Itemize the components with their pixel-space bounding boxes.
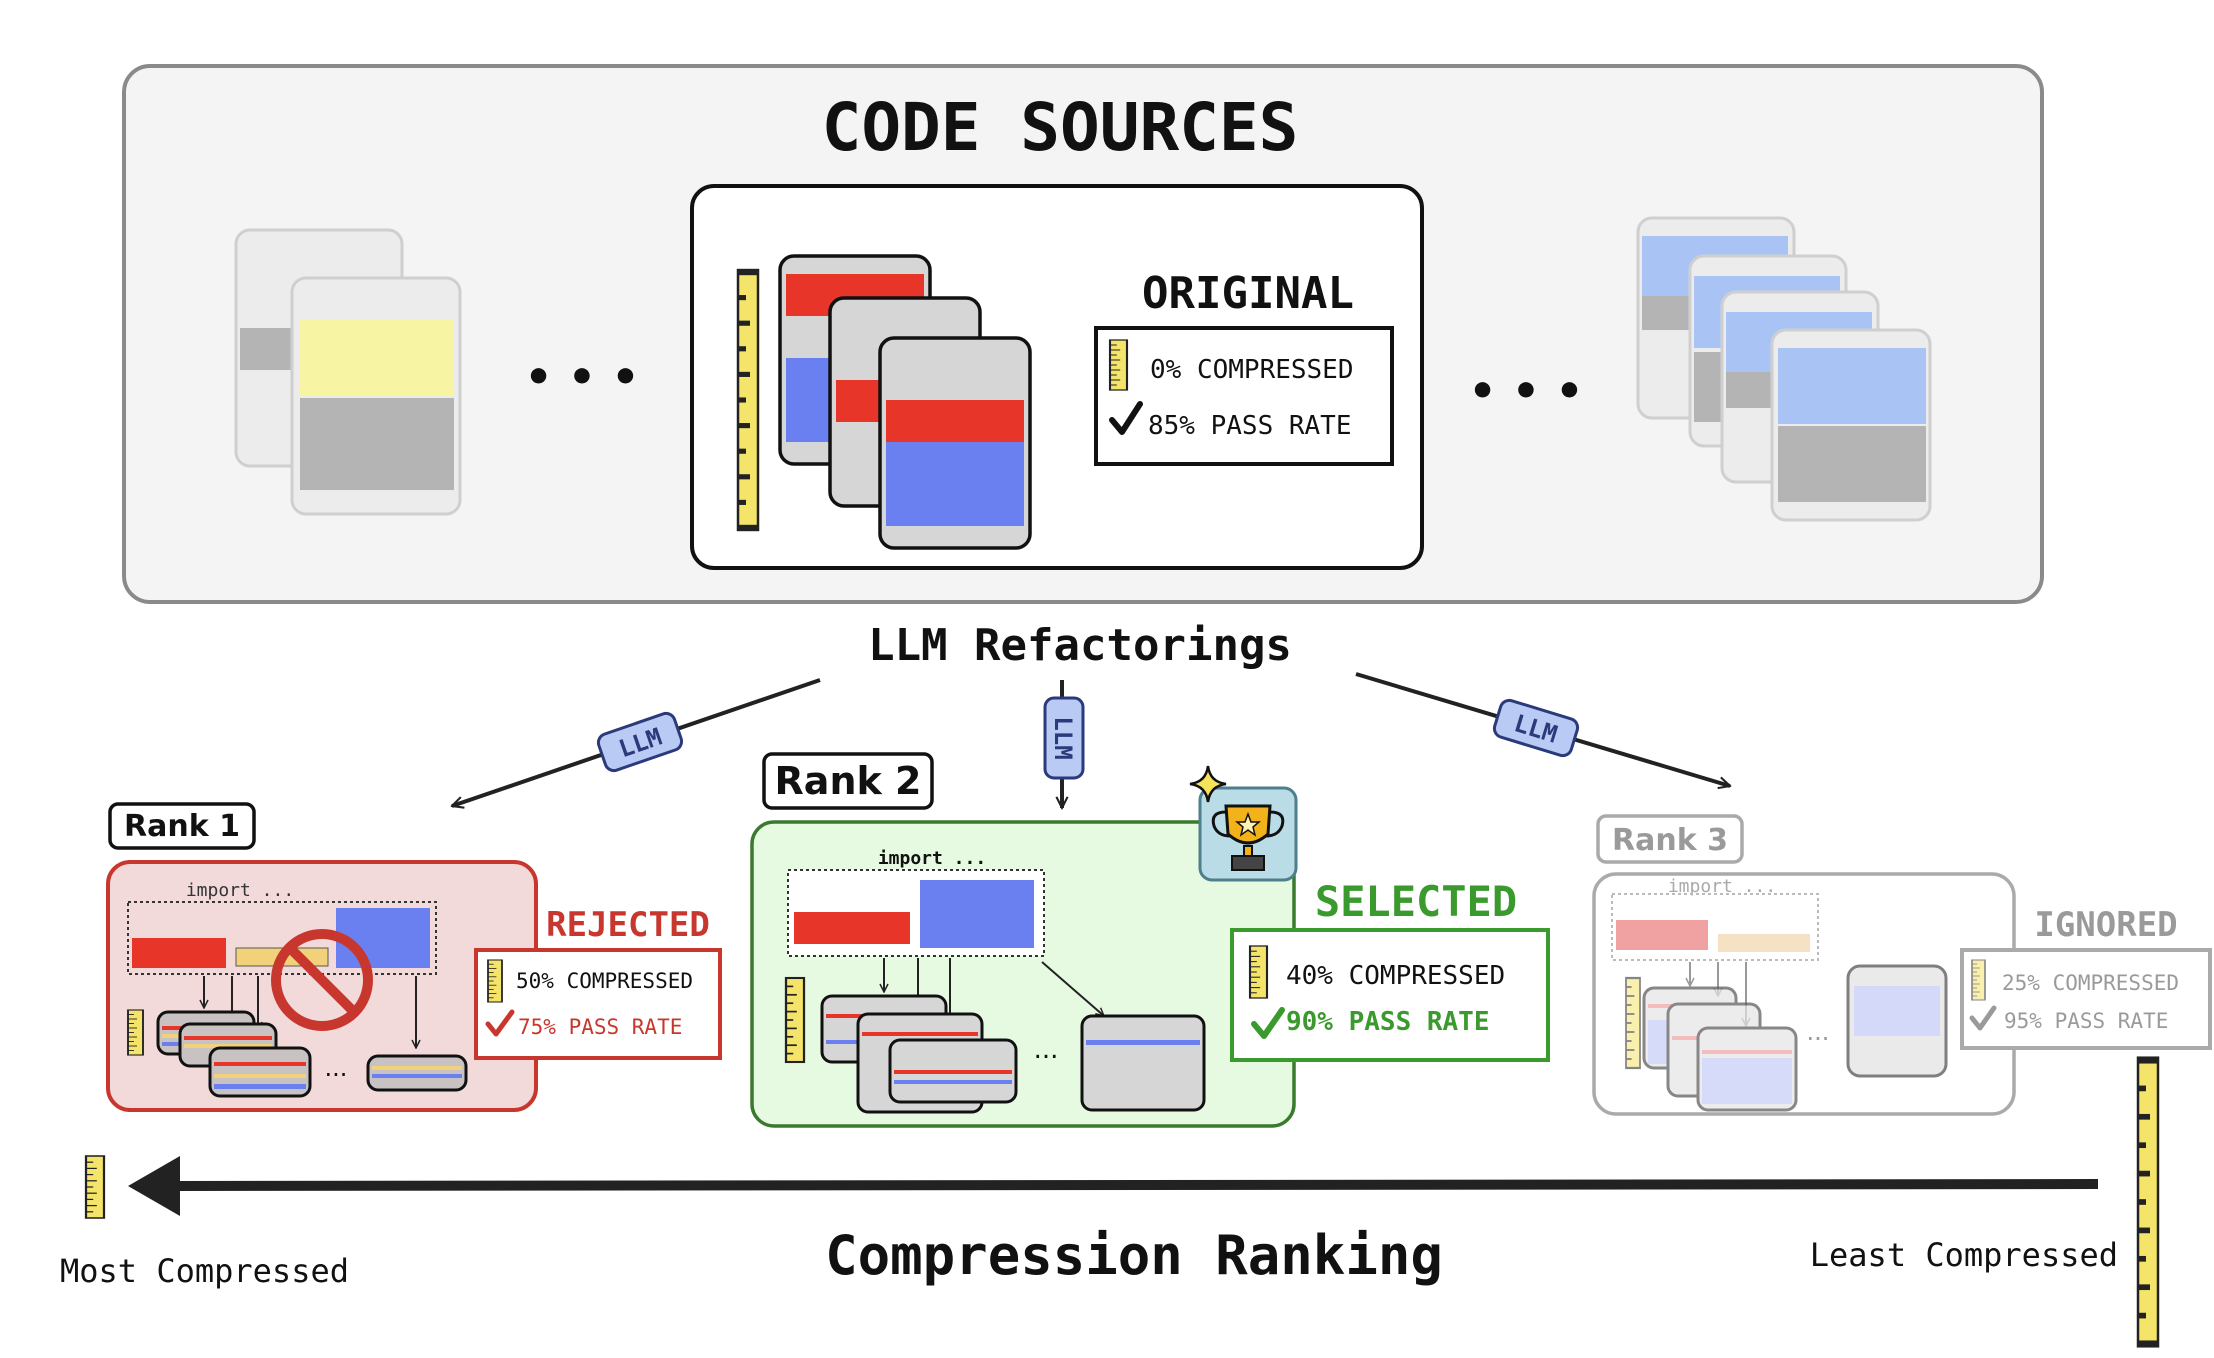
rank2-single-doc: [1080, 1014, 1206, 1112]
faded-document-stack-left: [234, 228, 462, 516]
code-sources-title: CODE SOURCES: [822, 89, 1299, 166]
ruler-icon: [1624, 976, 1642, 1070]
original-compressed: 0% COMPRESSED: [1150, 355, 1354, 385]
rank3-metrics-box: 25% COMPRESSED 95% PASS RATE: [1960, 948, 2212, 1050]
rank3-ellipsis: ...: [1807, 1018, 1830, 1046]
axis-right-label: Least Compressed: [1810, 1236, 2118, 1274]
rank2-pass-rate: 90% PASS RATE: [1286, 1007, 1490, 1037]
rank1-card: Rank 1 import ... ...: [106, 802, 722, 1112]
svg-text:Rank 3: Rank 3: [1612, 823, 1728, 858]
original-metrics-box: 0% COMPRESSED 85% PASS RATE: [1094, 326, 1394, 466]
compression-axis: Compression Ranking Most Compressed Leas…: [60, 1060, 2158, 1344]
ruler-icon: [1971, 959, 1986, 1001]
check-icon: [1109, 401, 1143, 435]
rank2-compressed: 40% COMPRESSED: [1286, 961, 1505, 991]
ellipsis-right: • • •: [1468, 366, 1583, 417]
faded-document-stack-right: [1636, 216, 1932, 522]
rank3-status: IGNORED: [2034, 905, 2177, 945]
axis-left-label: Most Compressed: [60, 1252, 349, 1290]
svg-text:Rank 2: Rank 2: [775, 759, 922, 803]
ruler-icon: [1248, 944, 1269, 1000]
rank1-compressed: 50% COMPRESSED: [516, 969, 693, 993]
ruler-icon: [784, 976, 806, 1064]
rank1-pass-rate: 75% PASS RATE: [518, 1015, 682, 1039]
llm-refactorings-label: LLM Refactorings: [868, 620, 1292, 671]
ruler-icon: [84, 1154, 106, 1220]
rank2-status: SELECTED: [1315, 877, 1517, 926]
original-code-card: ORIGINAL 0% COMPRESSED 85% PASS RATE: [690, 184, 1424, 570]
rank1-single-doc: [366, 1054, 468, 1092]
axis-title: Compression Ranking: [825, 1224, 1443, 1287]
svg-text:Rank 1: Rank 1: [124, 809, 240, 844]
llm-badge-left: LLM: [596, 711, 684, 773]
rank1-tag: Rank 1: [108, 802, 256, 850]
prohibited-icon: [271, 929, 373, 1031]
rank2-metrics-box: 40% COMPRESSED 90% PASS RATE: [1230, 928, 1550, 1062]
check-icon: [1251, 1007, 1285, 1039]
rank3-single-doc: [1846, 964, 1948, 1078]
original-document-stack: [778, 254, 1032, 550]
check-icon: [1969, 1005, 1997, 1031]
rank1-document-stack: [156, 1010, 312, 1098]
original-label: ORIGINAL: [1142, 268, 1354, 319]
ruler-icon: [127, 1009, 144, 1056]
llm-badge-center: LLM: [1043, 696, 1085, 780]
rank2-card: Rank 2 import ... ...: [750, 752, 1550, 1128]
rank2-import-text: import ...: [878, 848, 986, 869]
svg-text:LLM: LLM: [1049, 716, 1077, 759]
llm-badge-right: LLM: [1492, 698, 1580, 758]
llm-arrow-right: LLM: [1355, 672, 1730, 786]
ruler-icon: [2138, 1060, 2158, 1344]
ellipsis-left: • • •: [524, 352, 639, 403]
rank2-ellipsis: ...: [1034, 1035, 1059, 1065]
llm-arrow-center: LLM: [1043, 680, 1085, 808]
rank1-metrics-box: 50% COMPRESSED 75% PASS RATE: [474, 948, 722, 1060]
rank3-card: Rank 3 import ... ... IGNORED: [1592, 814, 2212, 1116]
ruler-icon: [1108, 338, 1129, 392]
rank3-pass-rate: 95% PASS RATE: [2004, 1009, 2168, 1033]
rank2-tag: Rank 2: [762, 752, 934, 810]
rank1-ellipsis: ...: [325, 1054, 348, 1082]
trophy-icon: [1198, 786, 1298, 882]
rank1-import-text: import ...: [186, 880, 294, 901]
rank3-import-text: import ...: [1668, 876, 1776, 897]
rank3-compressed: 25% COMPRESSED: [2002, 971, 2179, 995]
rank3-tag: Rank 3: [1596, 814, 1744, 864]
original-pass-rate: 85% PASS RATE: [1148, 411, 1352, 441]
code-sources-panel: CODE SOURCES • • • ORIGINAL: [122, 64, 2044, 604]
ruler-icon: [738, 272, 758, 528]
ruler-icon: [487, 959, 503, 1003]
rank2-document-stack: [820, 994, 1018, 1114]
sparkle-icon: [1189, 765, 1227, 803]
rank3-document-stack: [1642, 986, 1798, 1112]
llm-arrow-left: LLM: [452, 678, 821, 806]
rank1-status: REJECTED: [546, 905, 710, 945]
check-icon: [485, 1009, 515, 1037]
